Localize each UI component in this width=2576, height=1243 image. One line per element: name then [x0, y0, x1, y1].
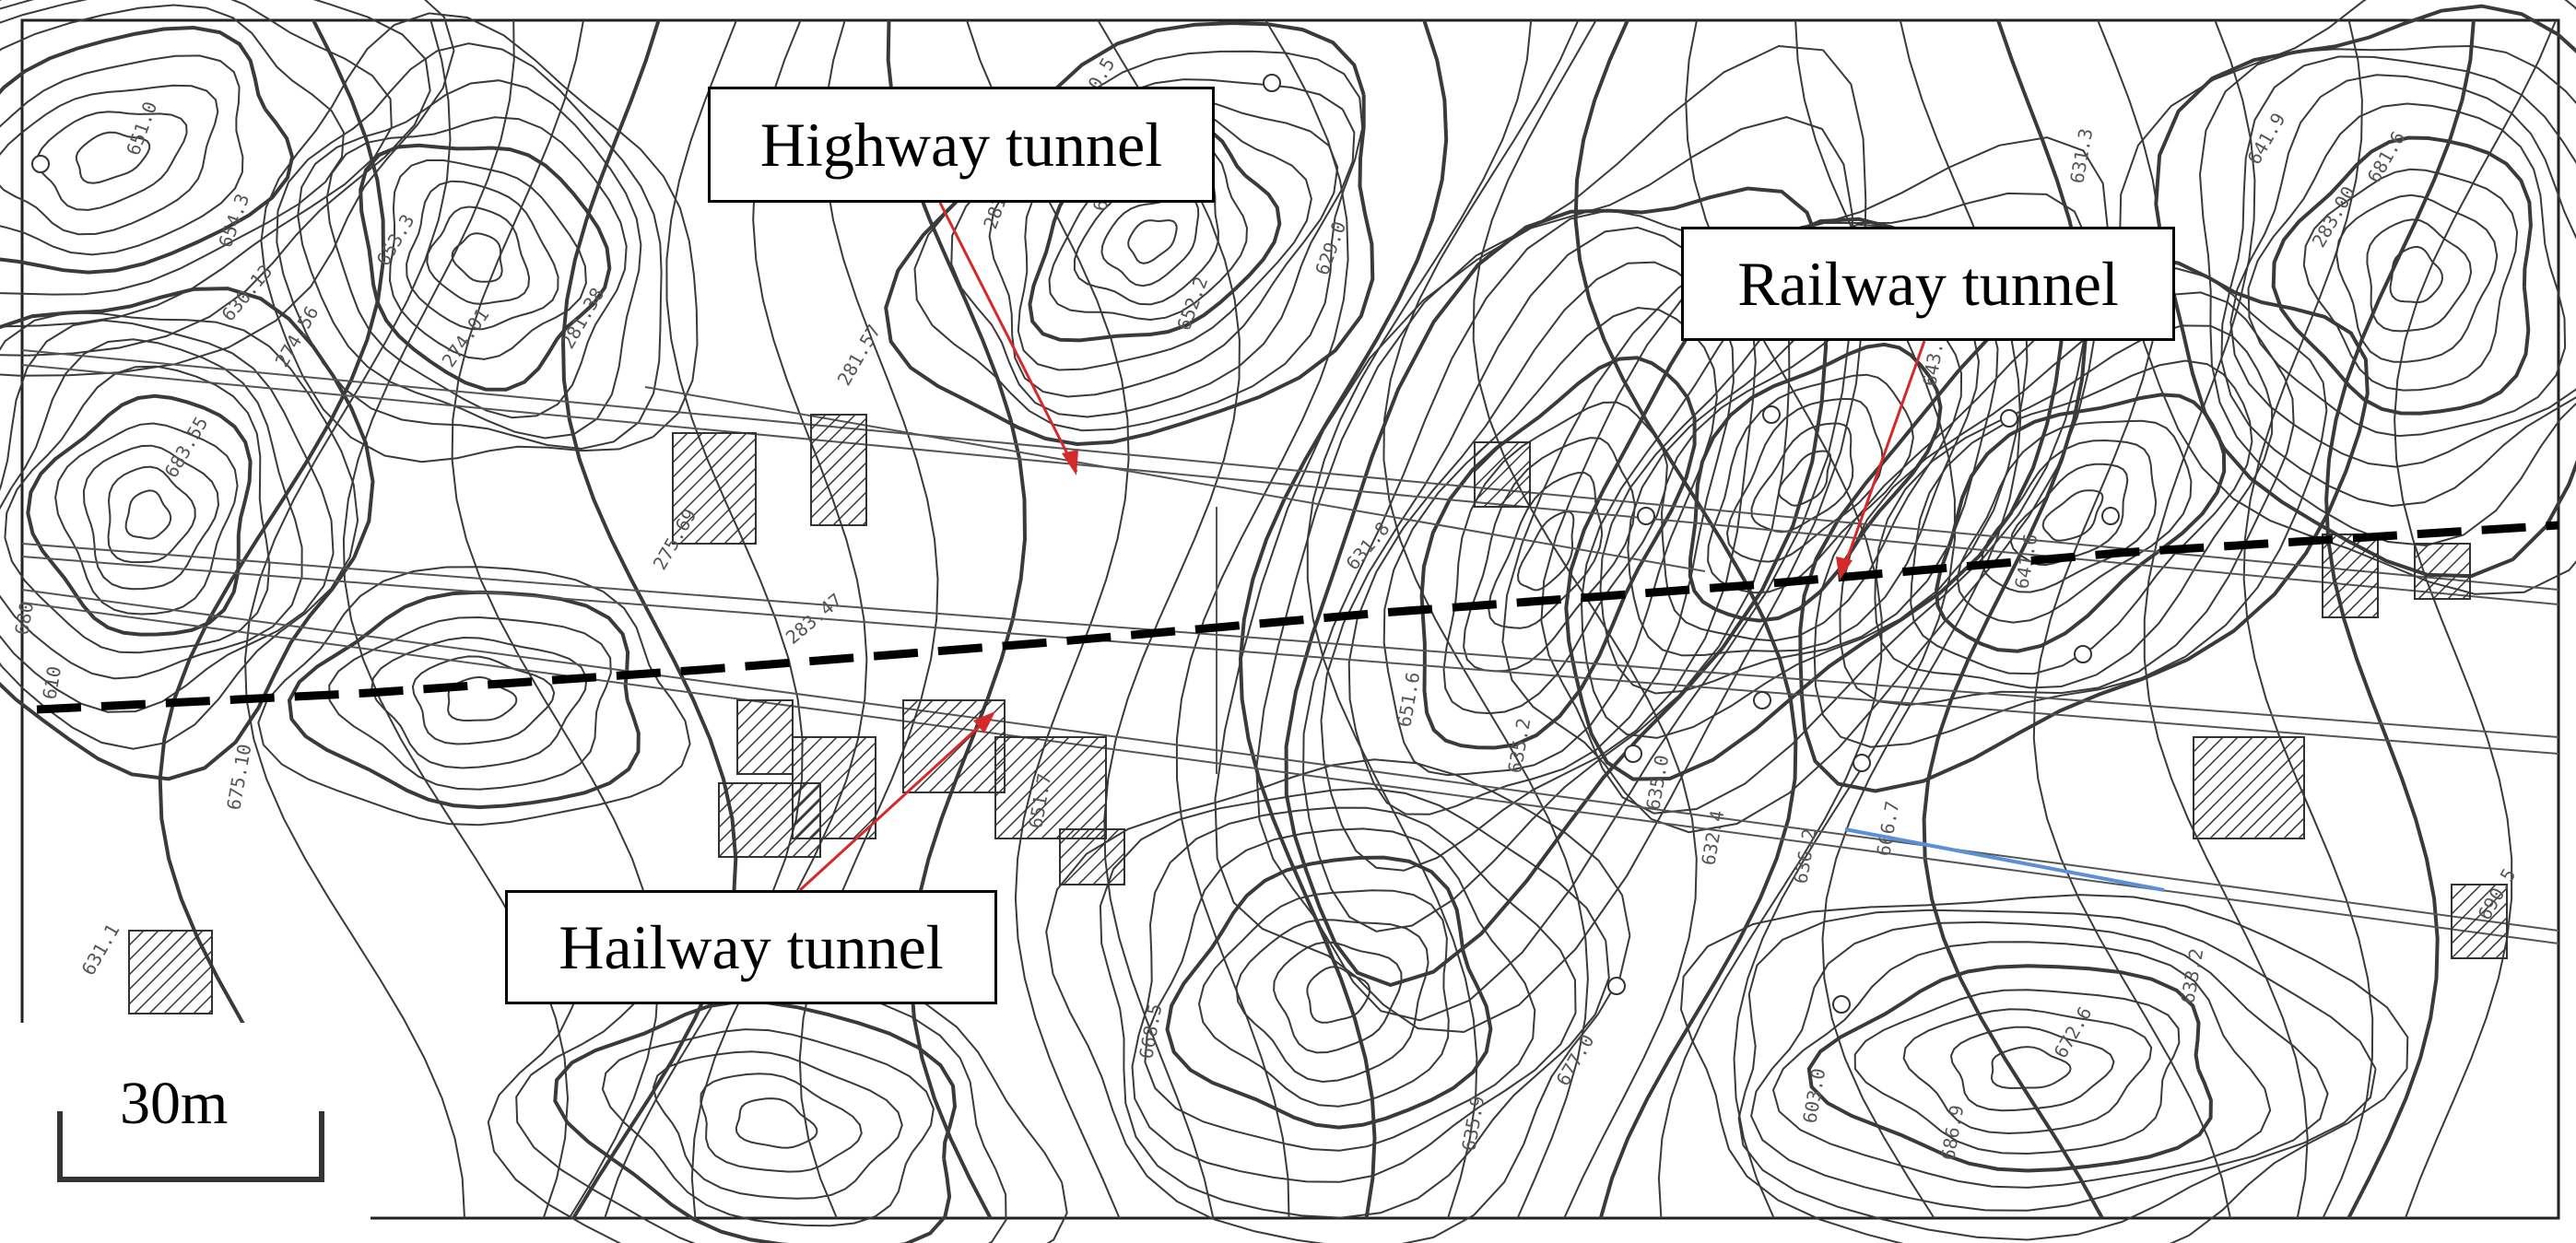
- hailway-tunnel-arrow: [798, 711, 995, 892]
- hailway-tunnel-label: Hailway tunnel: [505, 890, 997, 1004]
- scale-bar: [57, 1111, 324, 1182]
- buildings: [31, 74, 2508, 1014]
- map-frame: [20, 18, 2560, 1220]
- railway-tunnel-label: Railway tunnel: [1681, 227, 2175, 341]
- road-lines: [21, 349, 2559, 944]
- scale-bar-label: 30m: [120, 1070, 229, 1137]
- railway-tunnel-label-text: Railway tunnel: [1737, 248, 2119, 319]
- railway-tunnel-arrow: [1836, 340, 1926, 580]
- highway-tunnel-label-text: Highway tunnel: [759, 109, 1163, 180]
- tunnel-axis-dashed-line: [36, 521, 2559, 714]
- blue-line: [1844, 827, 2165, 892]
- hailway-tunnel-label-text: Hailway tunnel: [559, 911, 944, 982]
- highway-tunnel-arrow: [938, 202, 1078, 475]
- highway-tunnel-label: Highway tunnel: [708, 87, 1215, 203]
